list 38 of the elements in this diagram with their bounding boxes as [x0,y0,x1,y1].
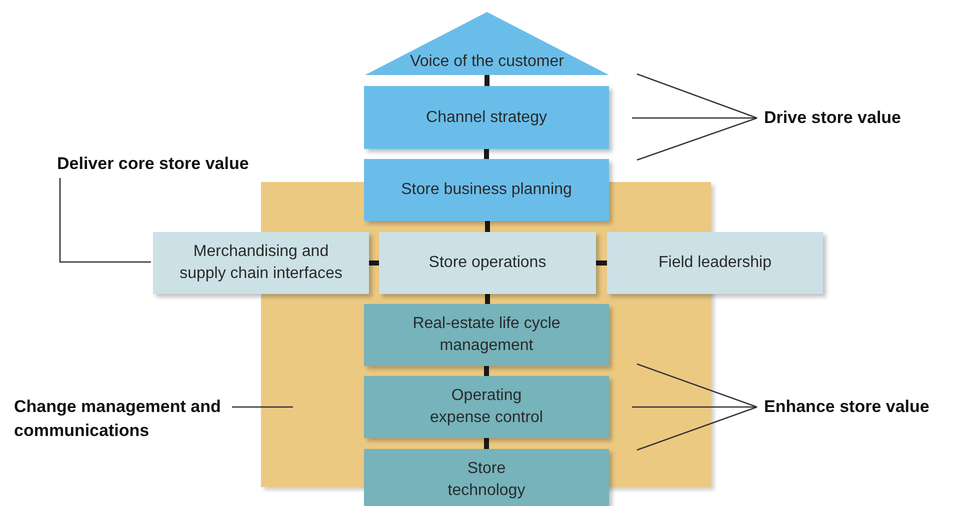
connector-line [369,260,379,266]
leader-line [632,406,757,408]
connector-line [484,75,490,86]
connector-line [485,294,490,304]
leader-line [636,73,758,119]
process-box [364,376,609,438]
callout-label: Enhance store value [764,393,969,421]
box-label: Store technology [446,459,526,501]
connector-line [484,438,489,449]
process-box [364,159,609,221]
box-label: Operating expense control [429,386,544,428]
process-box [364,304,609,366]
box-label: Real-estate life cycle management [412,314,562,356]
process-box [153,232,369,294]
box-label: Field leadership [658,253,772,274]
leader-line [232,406,293,408]
process-box [379,232,596,294]
leader-line [632,117,757,119]
box-label: Store operations [428,253,546,274]
connector-line [596,260,607,266]
callout-label: Drive store value [764,104,964,132]
process-box [607,232,823,294]
leader-line [636,117,758,161]
box-label: Channel strategy [426,108,547,128]
roof-triangle [365,12,609,75]
box-label: Voice of the customer [410,52,564,72]
connector-line [484,366,489,376]
callout-label: Change management and communications [14,393,230,445]
leader-line [636,406,758,451]
callout-label: Deliver core store value [57,150,317,178]
process-box [364,449,609,506]
connector-line [485,221,490,232]
box-label: Merchandising and supply chain interfaces [178,242,344,284]
process-box [364,86,609,149]
box-label: Store business planning [401,180,572,200]
leader-line [59,178,151,263]
connector-line [484,149,489,159]
leader-line [636,363,758,408]
